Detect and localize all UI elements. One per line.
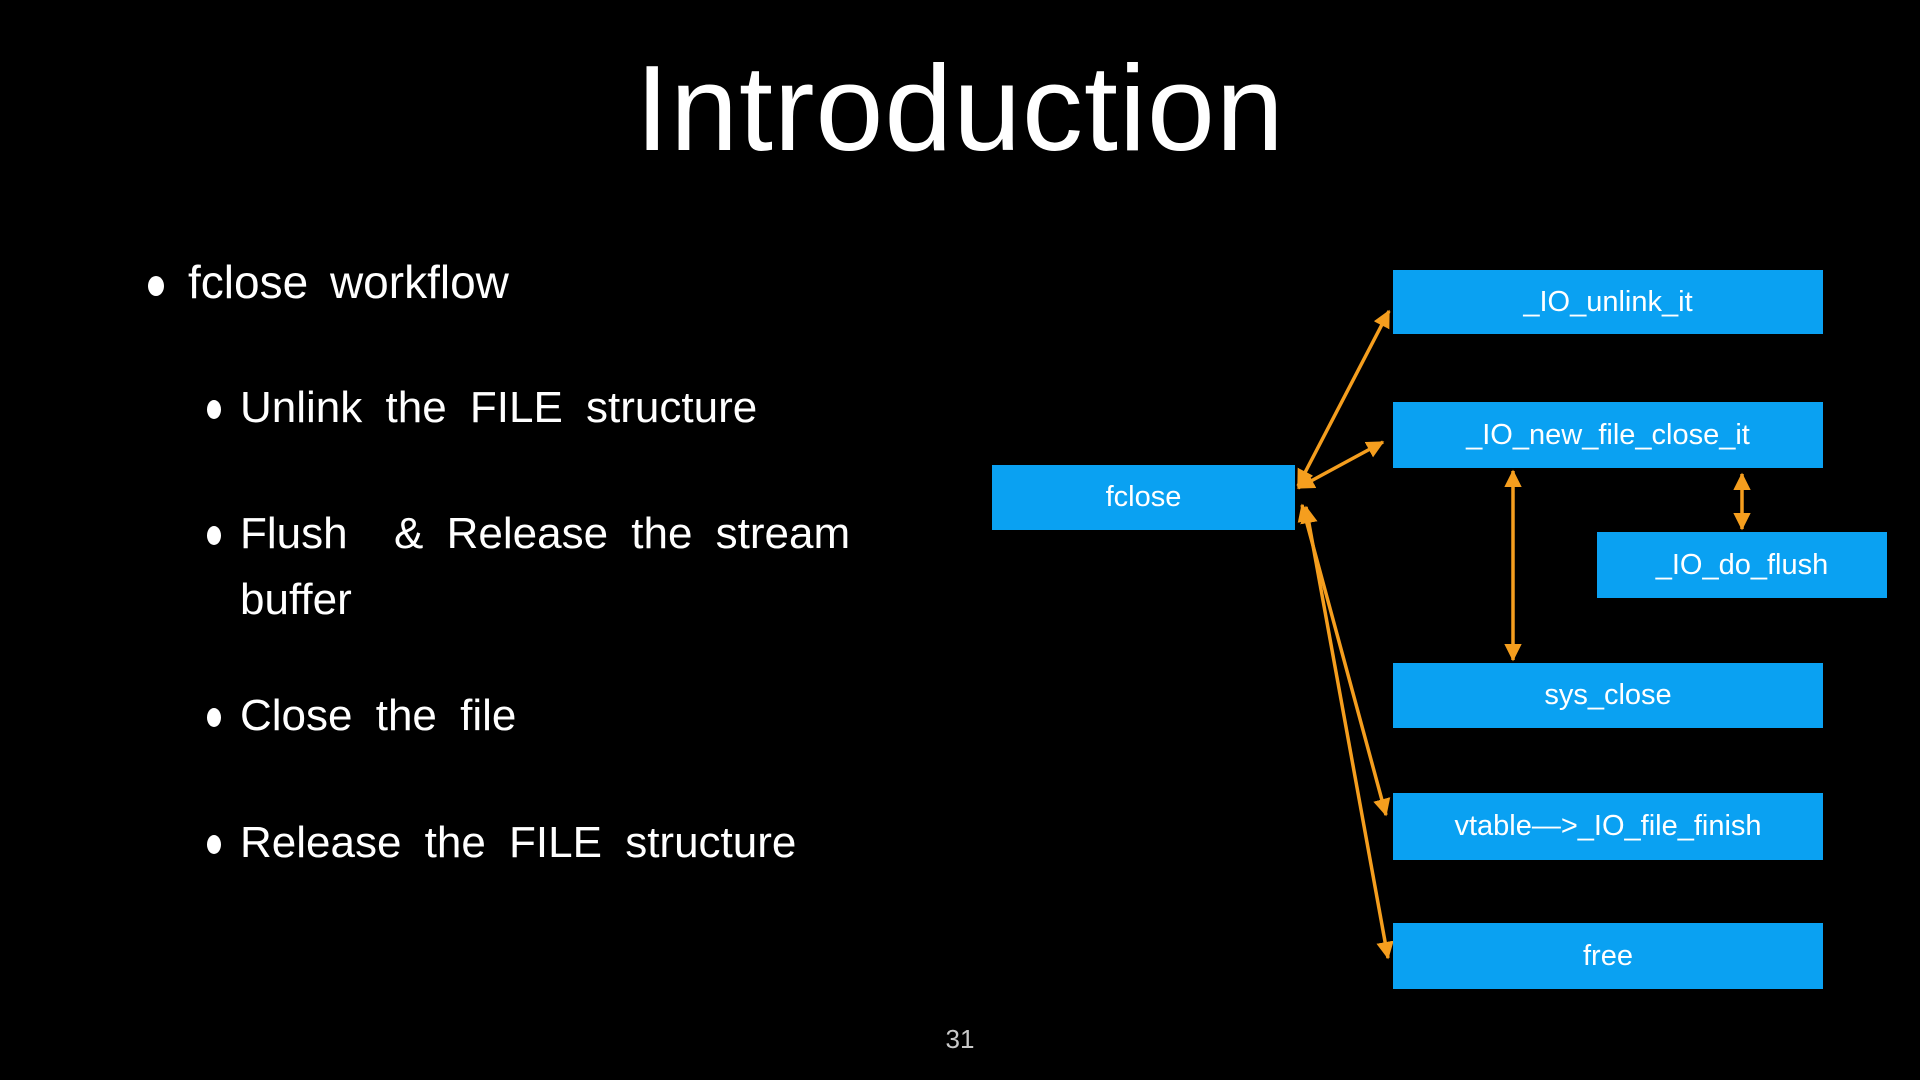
- node-io-unlink-it: _IO_unlink_it: [1393, 270, 1823, 334]
- bullet-item-flush-release: Flush & Release the stream buffer: [207, 501, 940, 633]
- bullet-icon: [207, 708, 221, 727]
- arrow-fclose-io-new-file-close-it: [1296, 440, 1385, 490]
- bullet-icon: [207, 400, 221, 419]
- arrow-fclose-free: [1300, 505, 1394, 960]
- node-io-do-flush: _IO_do_flush: [1597, 532, 1887, 598]
- bullet-text: fclose workflow: [188, 256, 509, 308]
- bullet-item-release-file: Release the FILE structure: [207, 810, 796, 876]
- arrow-fclose-io-unlink-it: [1296, 309, 1391, 488]
- bullet-item-fclose-workflow: fclose workflow: [148, 254, 509, 310]
- node-io-new-file-close-it: _IO_new_file_close_it: [1393, 402, 1823, 468]
- bullet-item-unlink: Unlink the FILE structure: [207, 375, 757, 441]
- bullet-icon: [148, 276, 164, 296]
- node-vtable-io-file-finish: vtable—>_IO_file_finish: [1393, 793, 1823, 860]
- arrow-fclose-vtable-io-file-finish: [1297, 503, 1391, 817]
- bullet-icon: [207, 526, 221, 545]
- bullet-text: Flush & Release the stream buffer: [240, 509, 874, 624]
- bullet-icon: [207, 835, 221, 854]
- bullet-text: Close the file: [240, 691, 517, 740]
- bullet-item-close-file: Close the file: [207, 683, 516, 749]
- page-number: 31: [945, 1024, 975, 1054]
- bullet-text: Release the FILE structure: [240, 818, 797, 867]
- slide-title: Introduction: [635, 40, 1285, 176]
- bullet-text: Unlink the FILE structure: [240, 383, 758, 432]
- node-fclose: fclose: [992, 465, 1295, 530]
- node-free: free: [1393, 923, 1823, 989]
- node-sys-close: sys_close: [1393, 663, 1823, 728]
